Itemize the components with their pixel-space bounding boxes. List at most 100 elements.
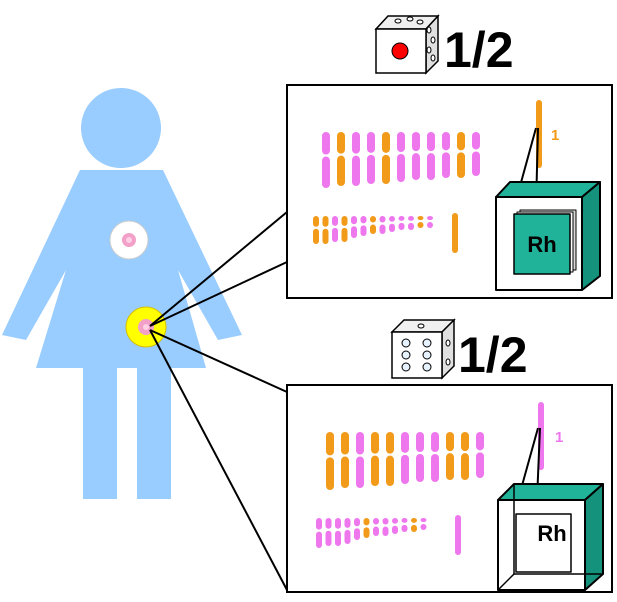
bottom-large-chromosome <box>461 432 469 452</box>
top-probability: 1/2 <box>444 22 514 78</box>
top-large-chromosome <box>457 132 465 151</box>
top-large-chromosome <box>472 132 480 150</box>
top-small-chromosome <box>408 216 414 221</box>
top-small-chromosome <box>360 216 367 224</box>
bottom-small-chromosome <box>316 518 322 530</box>
body-cell <box>109 220 149 260</box>
top-large-chromosome <box>367 132 375 153</box>
bottom-small-chromosome <box>354 518 360 527</box>
bottom-small-chromosome <box>401 518 408 523</box>
bottom-large-chromosome <box>431 454 439 482</box>
top-large-chromosome <box>322 156 330 188</box>
bottom-chromosome-1-label: 1 <box>555 429 563 446</box>
callout-lines <box>149 211 288 591</box>
bottom-large-chromosome <box>386 432 394 454</box>
bottom-large-chromosome <box>371 455 379 486</box>
top-small-chromosome <box>332 216 338 226</box>
top-small-chromosome <box>332 227 338 242</box>
bottom-small-chromosome <box>373 518 379 525</box>
bottom-large-chromosome <box>461 453 469 480</box>
top-small-chromosome <box>313 216 319 227</box>
bottom-small-chromosome <box>455 515 461 555</box>
top-small-chromosome <box>417 222 424 228</box>
top-small-chromosome <box>322 216 329 227</box>
top-large-chromosome <box>412 153 420 180</box>
bottom-small-chromosome <box>344 529 351 544</box>
top-large-chromosome <box>397 132 405 152</box>
top-large-chromosome <box>442 132 450 151</box>
bottom-large-chromosome <box>476 432 484 451</box>
bottom-large-chromosome <box>371 432 379 454</box>
bottom-small-chromosome <box>411 524 417 532</box>
bottom-large-chromosome <box>341 456 349 488</box>
bottom-probability: 1/2 <box>458 327 528 383</box>
bottom-large-chromosome <box>446 432 454 452</box>
top-small-chromosome <box>370 216 376 223</box>
top-panel: 1 Rh <box>286 84 613 299</box>
top-large-chromosome <box>427 132 435 152</box>
bottom-large-chromosome <box>341 432 349 455</box>
top-small-chromosome <box>313 228 319 244</box>
bottom-small-chromosome <box>335 530 341 546</box>
top-large-chromosome <box>442 152 450 178</box>
bottom-small-chromosome <box>420 524 427 530</box>
top-chromosome-1-label: 1 <box>551 127 559 144</box>
top-large-chromosome <box>337 155 345 186</box>
top-large-chromosome <box>352 155 360 186</box>
bottom-large-chromosome <box>326 432 334 456</box>
bottom-small-chromosome <box>382 518 389 525</box>
bottom-large-chromosome <box>446 453 454 480</box>
bottom-die-icon <box>390 318 456 380</box>
woman-figure <box>2 88 242 499</box>
bottom-small-chromosome <box>363 527 370 538</box>
woman-right-leg <box>137 366 171 499</box>
bottom-small-chromosome <box>373 526 379 536</box>
bottom-small-chromosome <box>382 526 389 536</box>
top-small-chromosome <box>360 225 367 236</box>
bottom-chromosome-row-large <box>326 432 484 490</box>
bottom-small-chromosome <box>392 525 398 534</box>
top-die-icon <box>374 14 440 75</box>
top-small-chromosome <box>408 222 414 230</box>
bottom-small-chromosome <box>325 518 332 529</box>
top-small-chromosome <box>379 216 386 223</box>
top-large-chromosome <box>322 132 330 155</box>
woman-torso <box>2 170 242 368</box>
top-large-chromosome <box>382 154 390 184</box>
bottom-large-chromosome <box>416 454 424 482</box>
bottom-small-chromosome <box>363 518 370 526</box>
top-large-chromosome <box>352 132 360 154</box>
bottom-small-chromosome <box>325 530 332 546</box>
bottom-small-chromosome <box>420 518 427 523</box>
bottom-small-chromosome <box>316 531 322 548</box>
bottom-large-chromosome <box>386 455 394 486</box>
top-small-chromosome <box>427 216 433 221</box>
bottom-gene-box <box>497 483 604 591</box>
bottom-small-chromosome <box>354 528 360 540</box>
top-small-chromosome <box>370 224 376 234</box>
top-small-chromosome <box>341 227 348 242</box>
bottom-large-chromosome <box>356 432 364 455</box>
woman-head <box>81 88 161 168</box>
bottom-large-chromosome <box>401 454 409 484</box>
top-small-chromosome <box>322 228 329 244</box>
top-large-chromosome <box>337 132 345 154</box>
top-large-chromosome <box>472 151 480 176</box>
bottom-large-chromosome <box>326 457 334 490</box>
top-chromosome-row-small <box>313 213 458 253</box>
top-gene-label: Rh <box>527 232 556 257</box>
bottom-small-chromosome <box>392 518 398 524</box>
bottom-large-chromosome <box>476 452 484 478</box>
bottom-large-chromosome <box>431 432 439 452</box>
top-large-chromosome <box>457 152 465 178</box>
bottom-large-chromosome <box>401 432 409 453</box>
bottom-large-chromosome <box>356 456 364 488</box>
woman-left-leg <box>83 366 117 499</box>
ovary <box>125 306 167 348</box>
bottom-small-chromosome <box>411 518 417 523</box>
top-large-chromosome <box>382 132 390 153</box>
top-large-chromosome <box>412 132 420 152</box>
bottom-gene-label: Rh <box>537 521 566 546</box>
bottom-large-chromosome <box>416 432 424 452</box>
